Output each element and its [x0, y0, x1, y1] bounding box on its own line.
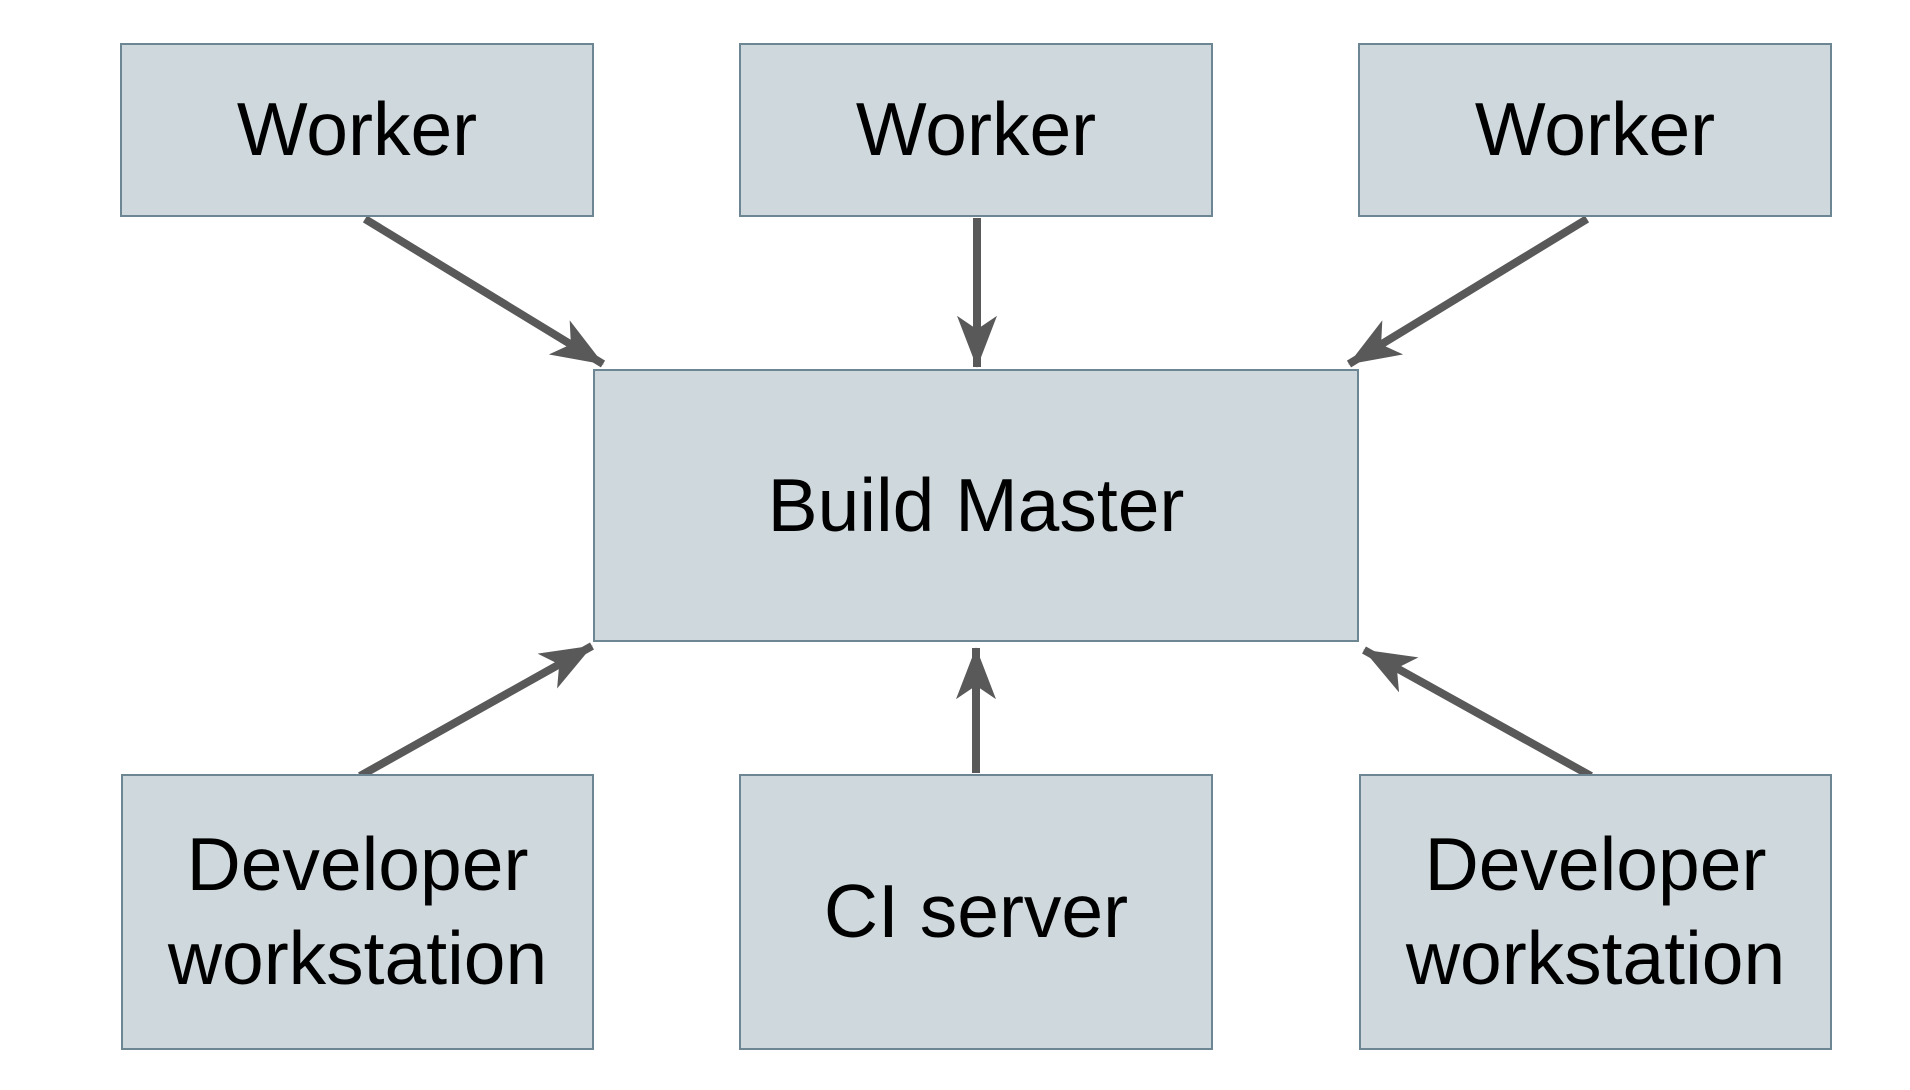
edge-worker_1-to-build_master: [362, 215, 606, 368]
node-build-master: Build Master: [593, 369, 1359, 642]
node-worker-2: Worker: [739, 43, 1213, 217]
node-ci-server: CI server: [739, 774, 1213, 1050]
node-developer-workstation-right-label: Developer workstation: [1405, 822, 1786, 1000]
node-worker-1: Worker: [120, 43, 594, 217]
node-worker-3-label: Worker: [1474, 87, 1716, 172]
node-worker-2-label: Worker: [855, 87, 1097, 172]
edge-dev_left-to-build_master: [358, 642, 594, 780]
node-build-master-label: Build Master: [767, 462, 1185, 547]
node-worker-3: Worker: [1358, 43, 1832, 217]
node-developer-workstation-left-label: Developer workstation: [167, 822, 548, 1000]
node-developer-workstation-right: Developer workstation: [1359, 774, 1832, 1050]
node-developer-workstation-left: Developer workstation: [121, 774, 594, 1050]
edge-dev_right-to-build_master: [1362, 646, 1593, 780]
edge-worker_3-to-build_master: [1346, 215, 1590, 368]
node-ci-server-label: CI server: [823, 869, 1129, 954]
node-worker-1-label: Worker: [236, 87, 478, 172]
